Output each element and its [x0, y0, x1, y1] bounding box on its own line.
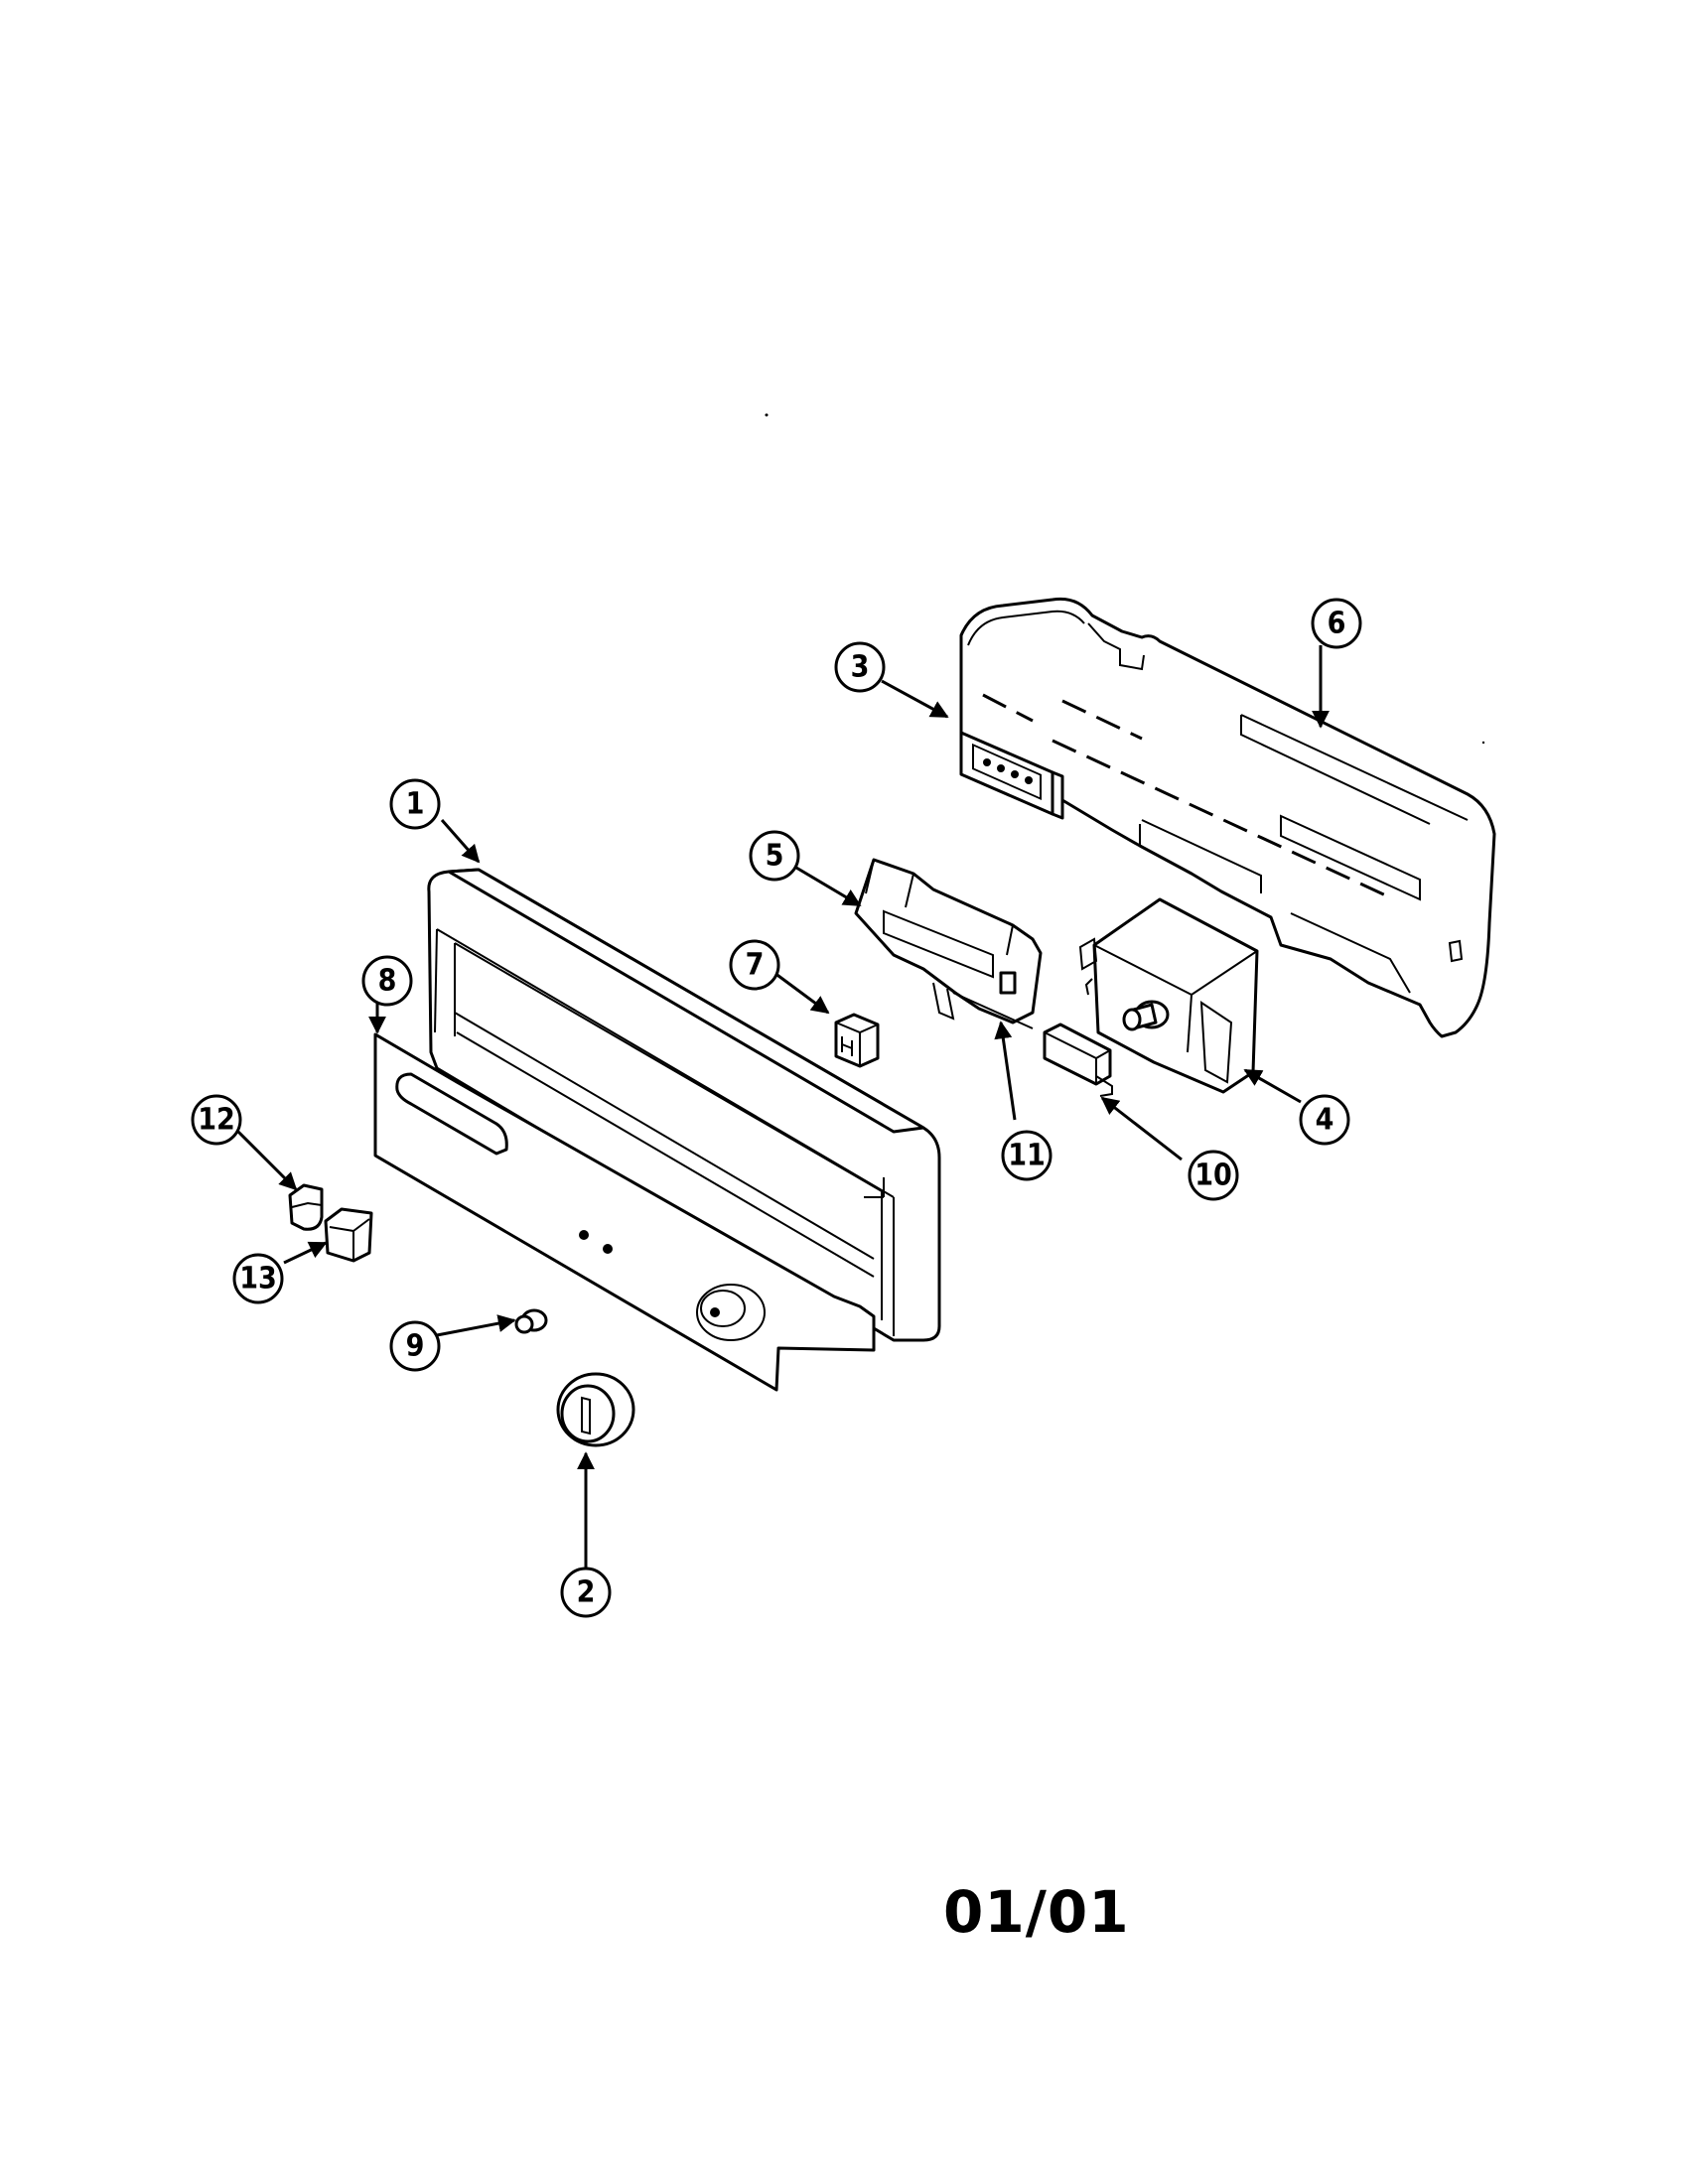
callout-10: 10 — [1188, 1150, 1239, 1201]
indicator-part — [514, 1308, 548, 1334]
svg-text:7: 7 — [746, 948, 765, 983]
callout-6: 6 — [1311, 598, 1362, 649]
leader-12 — [236, 1130, 298, 1191]
svg-text:13: 13 — [239, 1262, 277, 1297]
callout-4: 4 — [1299, 1094, 1350, 1146]
callout-5: 5 — [749, 830, 800, 882]
svg-text:8: 8 — [378, 964, 397, 999]
svg-text:12: 12 — [198, 1103, 235, 1138]
svg-text:1: 1 — [406, 787, 425, 822]
clip-part — [834, 1013, 880, 1068]
callout-1: 1 — [389, 778, 441, 830]
svg-text:6: 6 — [1328, 607, 1346, 641]
leader-9 — [436, 1314, 516, 1337]
timer-motor-part — [1078, 897, 1259, 1094]
callout-9: 9 — [389, 1320, 441, 1372]
svg-text:9: 9 — [406, 1329, 425, 1364]
timer-knob-part — [556, 1372, 635, 1447]
console-panel-part — [427, 868, 941, 1342]
svg-text:3: 3 — [851, 650, 870, 685]
page-code: 01/01 — [943, 1878, 1130, 1946]
leader-7 — [773, 971, 830, 1015]
micro-switch-part — [1043, 1023, 1113, 1097]
control-overlay-part — [373, 1032, 876, 1392]
callout-11: 11 — [1001, 1130, 1052, 1181]
push-button-part — [324, 1207, 373, 1263]
callout-12: 12 — [191, 1094, 242, 1146]
leader-13 — [283, 1241, 328, 1265]
svg-text:10: 10 — [1194, 1159, 1232, 1193]
svg-text:11: 11 — [1008, 1139, 1046, 1173]
button-cap-part — [288, 1183, 324, 1231]
leader-lines — [236, 645, 1330, 1572]
svg-text:4: 4 — [1316, 1103, 1334, 1138]
console-housing-part — [959, 597, 1496, 1038]
callout-2: 2 — [560, 1567, 612, 1618]
leader-10 — [1100, 1096, 1183, 1161]
svg-text:5: 5 — [766, 839, 784, 874]
switch-bracket-part — [854, 858, 1043, 1029]
callout-7: 7 — [729, 939, 780, 991]
leader-11 — [994, 1021, 1017, 1121]
callout-13: 13 — [232, 1253, 284, 1304]
svg-text:2: 2 — [577, 1575, 596, 1610]
leader-5 — [795, 866, 862, 907]
terminal-block-part — [959, 731, 1064, 820]
leader-3 — [881, 679, 949, 719]
callout-8: 8 — [361, 955, 413, 1007]
callout-3: 3 — [834, 641, 886, 693]
leader-1 — [440, 819, 481, 864]
leader-4 — [1243, 1068, 1302, 1104]
